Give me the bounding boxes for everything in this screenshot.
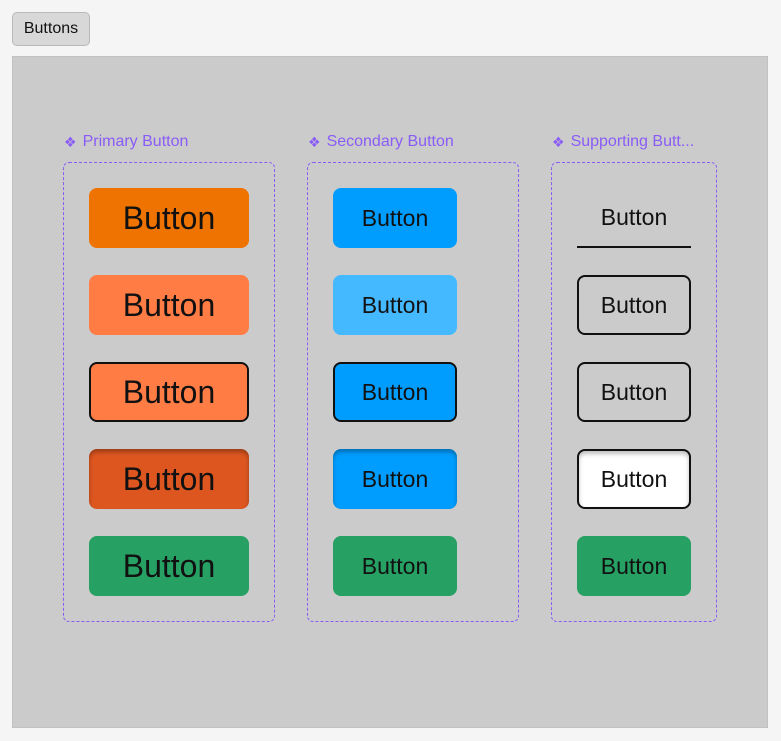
- secondary-button-hover[interactable]: Button: [333, 275, 457, 335]
- supporting-button-component-label[interactable]: ❖ Supporting Butt...: [552, 131, 722, 153]
- primary-button-hover[interactable]: Button: [89, 275, 249, 335]
- component-name: Supporting Butt...: [570, 133, 695, 150]
- primary-button-pressed[interactable]: Button: [89, 449, 249, 509]
- component-icon: ❖: [308, 133, 321, 150]
- primary-button-component-label[interactable]: ❖ Primary Button: [64, 131, 244, 153]
- supporting-button-success[interactable]: Button: [577, 536, 691, 596]
- supporting-button-outline-focus[interactable]: Button: [577, 362, 691, 422]
- primary-button-default[interactable]: Button: [89, 188, 249, 248]
- primary-button-frame: [63, 162, 275, 622]
- component-name: Secondary Button: [326, 133, 454, 150]
- component-icon: ❖: [64, 133, 77, 150]
- secondary-button-success[interactable]: Button: [333, 536, 457, 596]
- secondary-button-default[interactable]: Button: [333, 188, 457, 248]
- supporting-button-outline[interactable]: Button: [577, 275, 691, 335]
- secondary-button-pressed[interactable]: Button: [333, 449, 457, 509]
- supporting-button-frame: [551, 162, 717, 622]
- secondary-button-focus[interactable]: Button: [333, 362, 457, 422]
- secondary-button-frame: [307, 162, 519, 622]
- supporting-button-pressed[interactable]: Button: [577, 449, 691, 509]
- secondary-button-component-label[interactable]: ❖ Secondary Button: [308, 131, 508, 153]
- tab-buttons[interactable]: Buttons: [12, 12, 90, 46]
- primary-button-focus[interactable]: Button: [89, 362, 249, 422]
- component-icon: ❖: [552, 133, 565, 150]
- supporting-button-underline[interactable]: Button: [577, 188, 691, 248]
- component-name: Primary Button: [82, 133, 189, 150]
- primary-button-success[interactable]: Button: [89, 536, 249, 596]
